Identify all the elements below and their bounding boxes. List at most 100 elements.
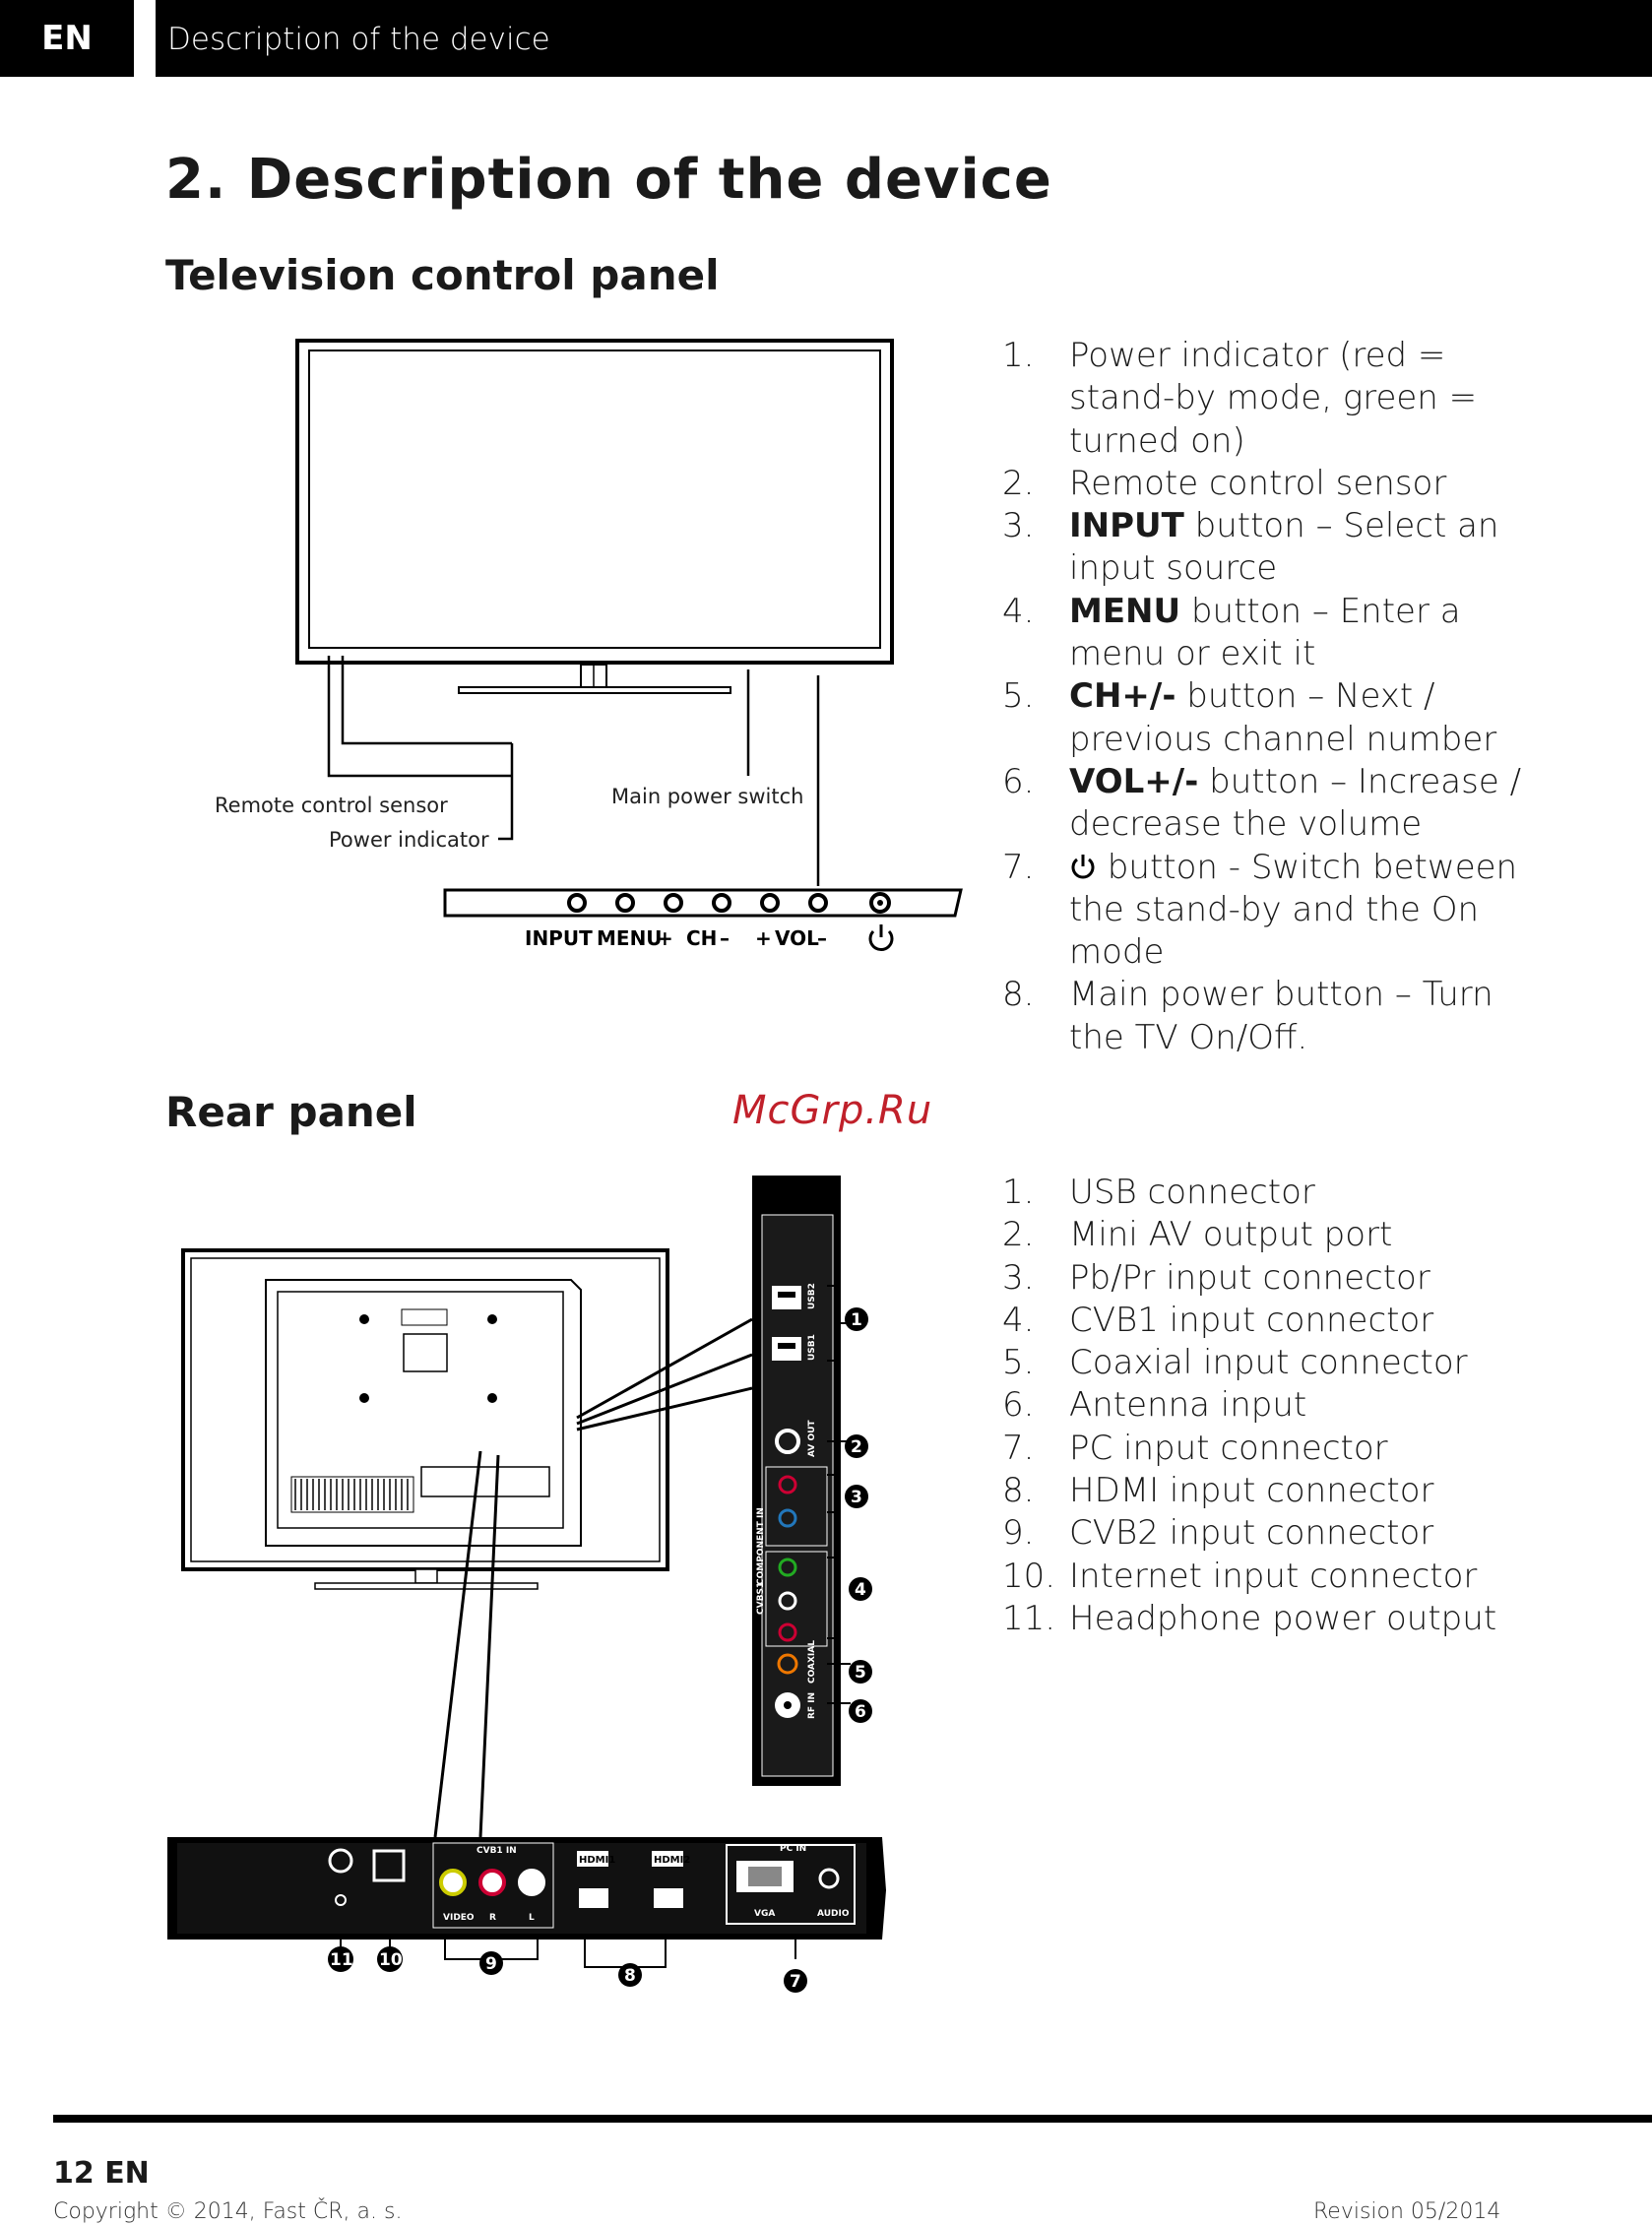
item-keyword: MENU: [1069, 591, 1181, 631]
callout-11: 11: [330, 1950, 353, 1970]
item-number: 2.: [1002, 463, 1035, 503]
item-text: button – Next / previous channel number: [1069, 676, 1497, 759]
section-heading-control-panel: Television control panel: [165, 251, 720, 299]
callout-8: 8: [624, 1966, 636, 1986]
list-item: 11. Headphone power output: [1002, 1598, 1554, 1640]
list-item: 3.INPUT button – Select an input source: [1002, 505, 1554, 591]
item-text: HDMI input connector: [1069, 1471, 1434, 1511]
item-number: 10.: [1002, 1556, 1056, 1596]
header-title: Description of the device: [156, 0, 1652, 77]
item-text: Internet input connector: [1069, 1556, 1478, 1596]
item-number: 9.: [1002, 1513, 1035, 1554]
port-label-cvbs1: CVBS1: [756, 1582, 766, 1615]
label-remote-sensor: Remote control sensor: [215, 794, 448, 817]
copyright: Copyright © 2014, Fast ČR, a. s.: [53, 2199, 403, 2224]
item-text: Antenna input: [1069, 1385, 1307, 1426]
revision: Revision 05/2014: [1313, 2199, 1501, 2224]
item-number: 5.: [1002, 1343, 1035, 1383]
control-panel-list: 1. Power indicator (red = stand-by mode, …: [1002, 335, 1554, 1059]
item-number: 8.: [1002, 975, 1035, 1015]
item-number: 5.: [1002, 676, 1035, 717]
port-label-vga: VGA: [754, 1909, 775, 1919]
btn-label-vol-minus: –: [817, 926, 827, 950]
port-label-pc-in: PC IN: [780, 1844, 806, 1854]
btn-label-vol-plus: +: [755, 926, 772, 950]
btn-label-ch-plus: +: [657, 926, 673, 950]
port-label-l: L: [529, 1913, 535, 1923]
callout-6: 6: [855, 1702, 866, 1722]
item-keyword: VOL+/-: [1069, 761, 1199, 801]
item-text: CVB2 input connector: [1069, 1513, 1434, 1554]
list-item: 5.CH+/- button – Next / previous channel…: [1002, 675, 1554, 761]
item-number: 7.: [1002, 847, 1035, 887]
item-text: CVB1 input connector: [1069, 1300, 1434, 1340]
port-label-audio: AUDIO: [817, 1909, 850, 1919]
tv-front-diagram: Remote control sensor Power indicator Ma…: [215, 339, 963, 951]
callout-1: 1: [851, 1310, 862, 1330]
footer-rule: [53, 2115, 1652, 2123]
callout-badges: 1 2 3 4 5 6 7 8 9 10 11: [328, 1307, 872, 1993]
port-label-usb2: USB2: [807, 1283, 817, 1309]
item-text: button – Increase / decrease the volume: [1069, 761, 1522, 845]
rear-panel-list: 1.USB connector 2.Mini AV output port 3.…: [1002, 1172, 1554, 1640]
port-label-hdmi2: HDMI2: [654, 1855, 690, 1866]
item-text: Power indicator (red = stand-by mode, gr…: [1069, 336, 1478, 461]
port-label-av-out: AV OUT: [807, 1420, 817, 1457]
item-number: 11.: [1002, 1598, 1056, 1638]
item-text: Mini AV output port: [1069, 1215, 1393, 1255]
power-icon: [1071, 854, 1095, 878]
item-text: button - Switch between the stand-by and…: [1069, 847, 1518, 973]
power-icon: [868, 924, 894, 951]
label-power-indicator: Power indicator: [329, 828, 489, 852]
list-item: 4.CVB1 input connector: [1002, 1300, 1554, 1342]
btn-label-input: INPUT: [525, 926, 593, 950]
callout-2: 2: [851, 1437, 862, 1457]
btn-label-menu: MENU: [597, 926, 663, 950]
callout-3: 3: [851, 1488, 862, 1507]
item-text: button – Enter a menu or exit it: [1069, 591, 1461, 674]
port-label-r: R: [489, 1913, 496, 1923]
list-item: 6. VOL+/- button – Increase / decrease th…: [1002, 761, 1554, 847]
item-text: PC input connector: [1069, 1428, 1388, 1468]
btn-label-vol: VOL: [775, 926, 819, 950]
page-number: 12 EN: [53, 2156, 150, 2191]
callout-7: 7: [790, 1972, 801, 1992]
language-badge: EN: [0, 0, 134, 77]
section-heading-rear-panel: Rear panel: [165, 1088, 417, 1136]
list-item: 10. Internet input connector: [1002, 1556, 1554, 1598]
tv-rear-diagram: USB2 USB1 AV OUT COMPONENT IN CVBS1 COAX…: [167, 1176, 886, 1993]
port-label-component: COMPONENT IN: [756, 1507, 766, 1585]
item-number: 8.: [1002, 1471, 1035, 1511]
item-text: Remote control sensor: [1069, 463, 1447, 503]
list-item: 9. CVB2 input connector: [1002, 1512, 1554, 1555]
label-main-power-switch: Main power switch: [611, 785, 803, 808]
port-label-usb1: USB1: [807, 1334, 817, 1361]
item-number: 6.: [1002, 1385, 1035, 1426]
item-number: 2.: [1002, 1215, 1035, 1255]
port-label-cvb-in: CVB1 IN: [477, 1846, 517, 1856]
list-item: 7.PC input connector: [1002, 1428, 1554, 1470]
item-keyword: INPUT: [1069, 506, 1184, 546]
list-item: 2. Remote control sensor: [1002, 463, 1554, 505]
port-label-video: VIDEO: [443, 1913, 475, 1923]
btn-label-ch-minus: –: [720, 926, 730, 950]
item-number: 6.: [1002, 761, 1035, 801]
panel-buttons: [567, 892, 891, 914]
list-item: 4.MENU button – Enter a menu or exit it: [1002, 591, 1554, 676]
item-text: Headphone power output: [1069, 1598, 1497, 1638]
callout-4: 4: [855, 1580, 866, 1600]
port-label-rf-in: RF IN: [807, 1692, 817, 1719]
list-item: 8. Main power button – Turn the TV On/Off…: [1002, 974, 1554, 1059]
list-item: 3. Pb/Pr input connector: [1002, 1257, 1554, 1300]
list-item: 8. HDMI input connector: [1002, 1470, 1554, 1512]
item-text: Pb/Pr input connector: [1069, 1257, 1430, 1298]
item-number: 1.: [1002, 1173, 1035, 1212]
item-text: Main power button – Turn the TV On/Off.: [1069, 975, 1493, 1057]
item-number: 3.: [1002, 1257, 1035, 1298]
btn-label-ch: CH: [686, 926, 717, 950]
item-text: Coaxial input connector: [1069, 1343, 1468, 1383]
item-number: 1.: [1002, 336, 1035, 375]
list-item: 1. Power indicator (red = stand-by mode, …: [1002, 335, 1554, 463]
list-item: 7. button - Switch between the stand-by …: [1002, 847, 1554, 975]
callout-5: 5: [855, 1663, 866, 1683]
